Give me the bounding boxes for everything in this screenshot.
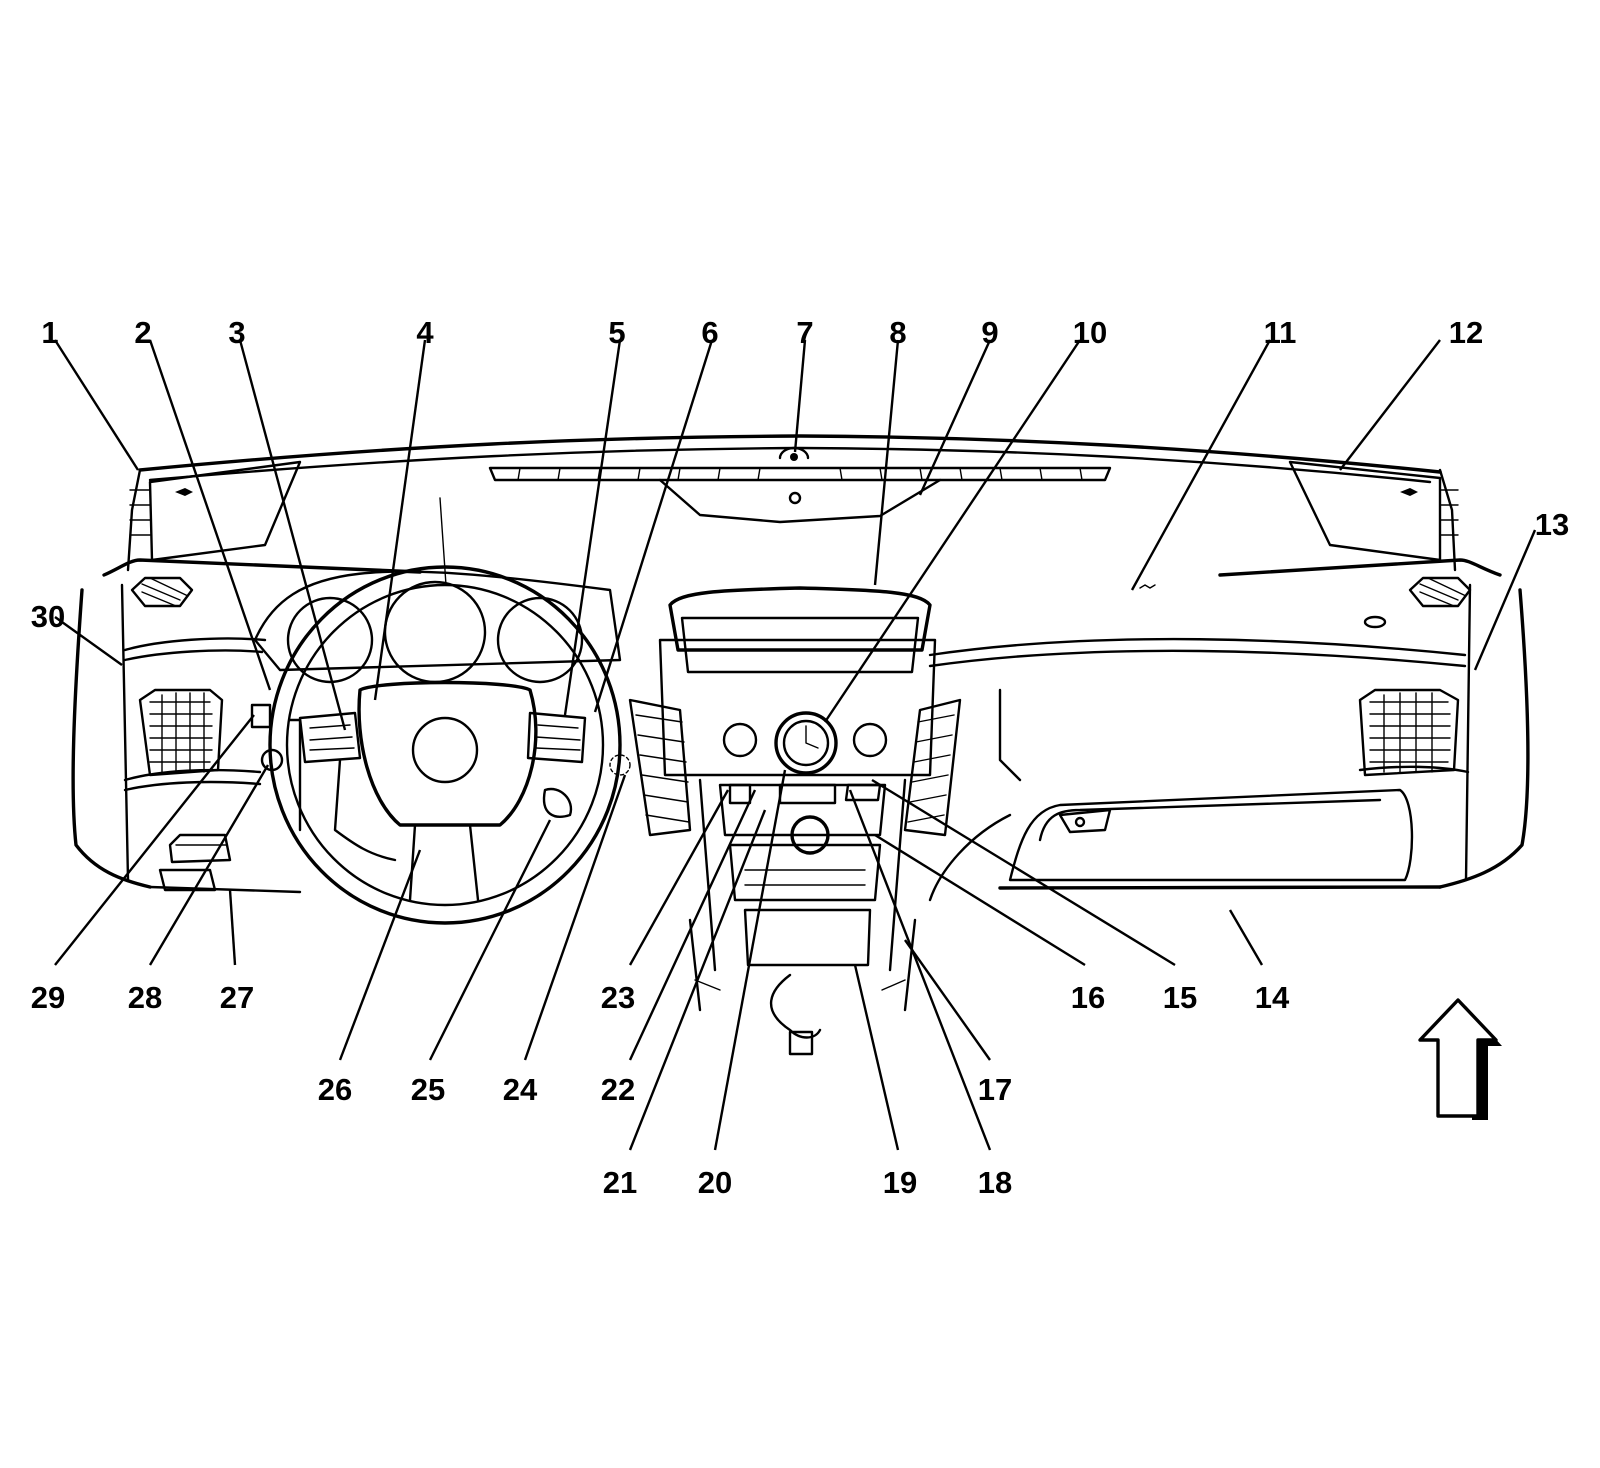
callout-27: 27 bbox=[220, 980, 254, 1015]
callout-14: 14 bbox=[1255, 980, 1290, 1015]
callout-11: 11 bbox=[1264, 315, 1297, 350]
up-arrow-icon bbox=[1418, 998, 1502, 1120]
steering-wheel-assembly bbox=[253, 497, 631, 925]
callout-20: 20 bbox=[698, 1165, 732, 1200]
callout-6: 6 bbox=[701, 315, 718, 350]
callout-4: 4 bbox=[416, 315, 434, 350]
callout-9: 9 bbox=[981, 315, 998, 350]
callout-1: 1 bbox=[41, 315, 58, 350]
defroster-grille bbox=[488, 446, 1112, 524]
upper-trim-panels bbox=[126, 460, 1459, 572]
callout-23: 23 bbox=[601, 980, 635, 1015]
callout-10: 10 bbox=[1073, 315, 1107, 350]
callout-labels: 1 2 3 4 5 6 7 8 9 10 11 12 13 14 15 16 1… bbox=[31, 315, 1569, 1200]
callout-30: 30 bbox=[31, 599, 65, 634]
callout-28: 28 bbox=[128, 980, 162, 1015]
callout-22: 22 bbox=[601, 1072, 635, 1107]
callout-29: 29 bbox=[31, 980, 65, 1015]
right-air-outlet bbox=[1358, 688, 1460, 777]
glove-box bbox=[928, 584, 1414, 902]
callout-2: 2 bbox=[134, 315, 151, 350]
callout-8: 8 bbox=[889, 315, 906, 350]
side-window-defog-outlets bbox=[130, 576, 1472, 608]
callout-5: 5 bbox=[608, 315, 625, 350]
center-stack bbox=[658, 586, 937, 1056]
callout-7: 7 bbox=[796, 315, 813, 350]
callout-24: 24 bbox=[503, 1072, 538, 1107]
callout-13: 13 bbox=[1535, 507, 1569, 542]
callout-26: 26 bbox=[318, 1072, 352, 1107]
leader-lines bbox=[53, 339, 1537, 1151]
callout-12: 12 bbox=[1449, 315, 1483, 350]
callout-17: 17 bbox=[978, 1072, 1012, 1107]
callout-25: 25 bbox=[411, 1072, 445, 1107]
callout-16: 16 bbox=[1071, 980, 1105, 1015]
callout-3: 3 bbox=[228, 315, 245, 350]
center-air-outlets bbox=[628, 698, 962, 837]
left-lower-controls bbox=[158, 703, 302, 892]
callout-21: 21 bbox=[603, 1165, 637, 1200]
instrument-panel-outline bbox=[71, 434, 1530, 894]
left-air-outlet bbox=[138, 688, 224, 777]
callout-19: 19 bbox=[883, 1165, 917, 1200]
callout-18: 18 bbox=[978, 1165, 1012, 1200]
callout-15: 15 bbox=[1163, 980, 1197, 1015]
